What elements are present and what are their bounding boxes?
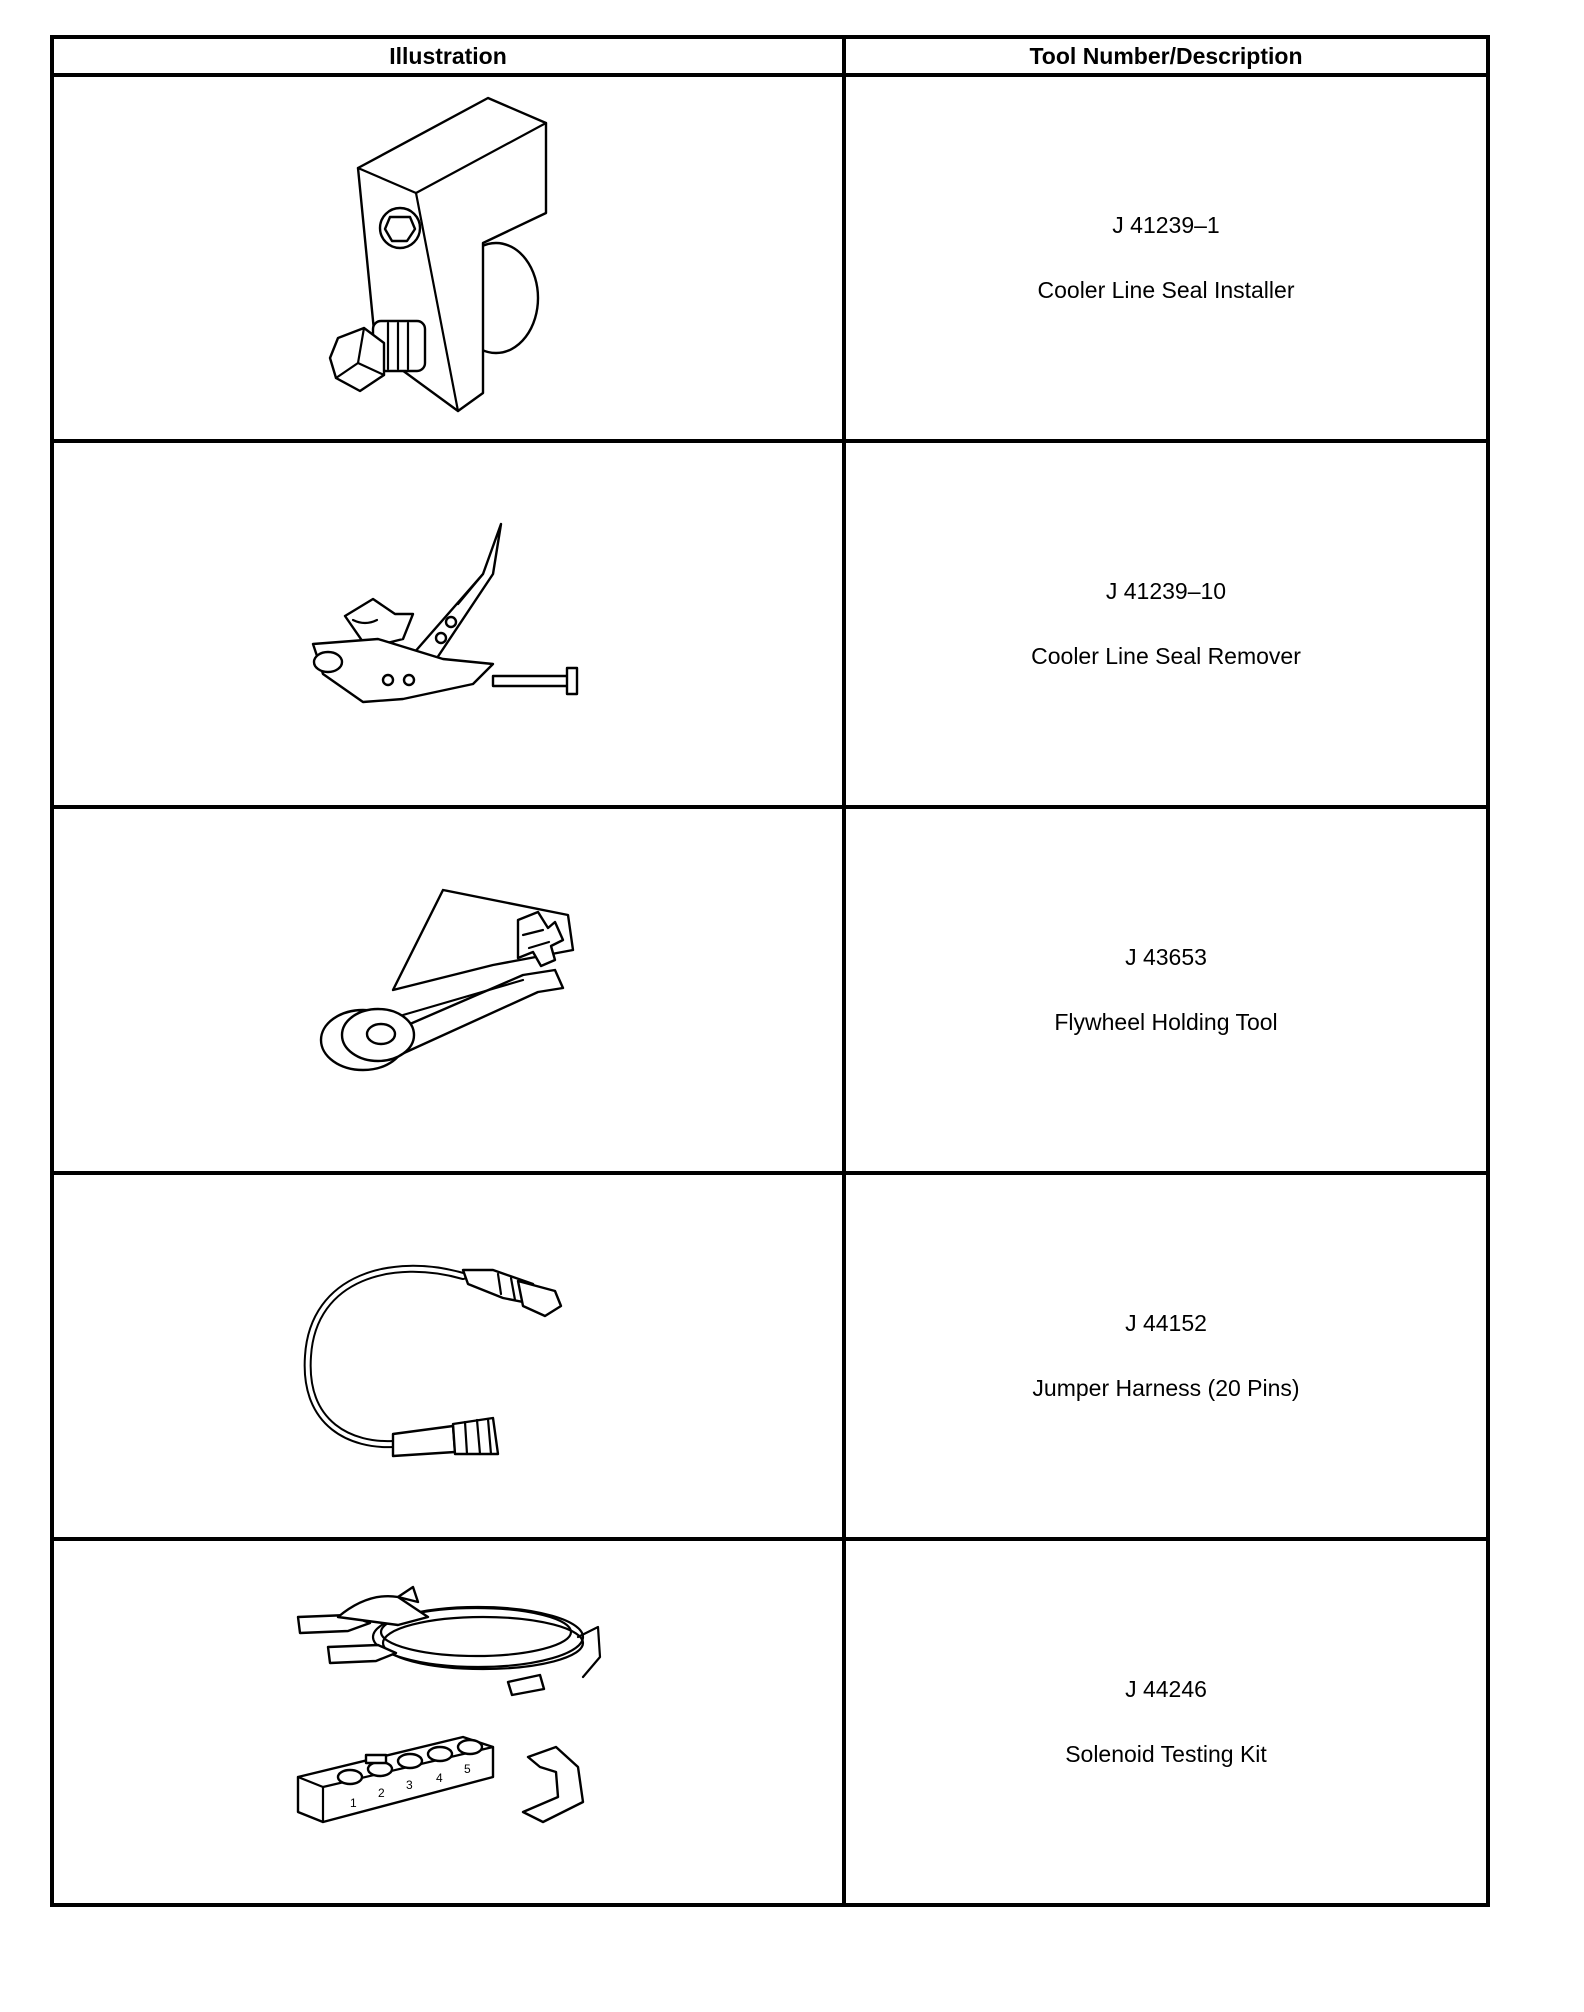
solenoid-block-label-2: 2 xyxy=(378,1786,385,1800)
solenoid-block-label-5: 5 xyxy=(464,1762,471,1776)
tool-number: J 43653 xyxy=(1125,944,1207,970)
solenoid-testing-kit-icon: 1 2 3 4 5 xyxy=(296,1585,602,1824)
table-row: J 41239–10 Cooler Line Seal Remover xyxy=(50,439,1490,809)
tool-number: J 44246 xyxy=(1125,1676,1207,1702)
cooler-line-seal-installer-icon xyxy=(328,96,548,413)
table-row: J 43653 Flywheel Holding Tool xyxy=(50,805,1490,1175)
table-header-row: Illustration Tool Number/Description xyxy=(50,35,1490,77)
illustration-cell: 1 2 3 4 5 xyxy=(50,1537,846,1907)
tool-description-cell: J 41239–1 Cooler Line Seal Installer xyxy=(842,73,1490,443)
tool-description-cell: J 44246 Solenoid Testing Kit xyxy=(842,1537,1490,1907)
tool-number: J 41239–1 xyxy=(1112,212,1220,238)
header-illustration: Illustration xyxy=(50,35,846,77)
illustration-cell xyxy=(50,805,846,1175)
tool-description: Jumper Harness (20 Pins) xyxy=(1032,1375,1300,1401)
jumper-harness-icon xyxy=(303,1264,563,1458)
illustration-cell xyxy=(50,73,846,443)
solenoid-block-label-1: 1 xyxy=(350,1796,357,1810)
header-tool-number-description: Tool Number/Description xyxy=(842,35,1490,77)
solenoid-block-label-4: 4 xyxy=(436,1771,443,1785)
table-row: J 41239–1 Cooler Line Seal Installer xyxy=(50,73,1490,443)
tool-description: Cooler Line Seal Installer xyxy=(1037,277,1295,303)
illustration-cell xyxy=(50,439,846,809)
cooler-line-seal-remover-icon xyxy=(311,522,579,704)
tool-number: J 41239–10 xyxy=(1105,578,1227,604)
tool-description-cell: J 41239–10 Cooler Line Seal Remover xyxy=(842,439,1490,809)
tool-description-cell: J 44152 Jumper Harness (20 Pins) xyxy=(842,1171,1490,1541)
tool-description-cell: J 43653 Flywheel Holding Tool xyxy=(842,805,1490,1175)
table-row: 1 2 3 4 5 J 44246 Solenoid Testing Kit xyxy=(50,1537,1490,1907)
tool-description: Flywheel Holding Tool xyxy=(1054,1009,1278,1035)
table-row: J 44152 Jumper Harness (20 Pins) xyxy=(50,1171,1490,1541)
tool-number: J 44152 xyxy=(1125,1310,1207,1336)
tool-description: Cooler Line Seal Remover xyxy=(1031,643,1301,669)
tool-description: Solenoid Testing Kit xyxy=(1065,1741,1267,1767)
solenoid-block-label-3: 3 xyxy=(406,1778,413,1792)
special-tools-table: Illustration Tool Number/Description xyxy=(50,35,1490,1907)
illustration-cell xyxy=(50,1171,846,1541)
flywheel-holding-tool-icon xyxy=(319,888,575,1072)
